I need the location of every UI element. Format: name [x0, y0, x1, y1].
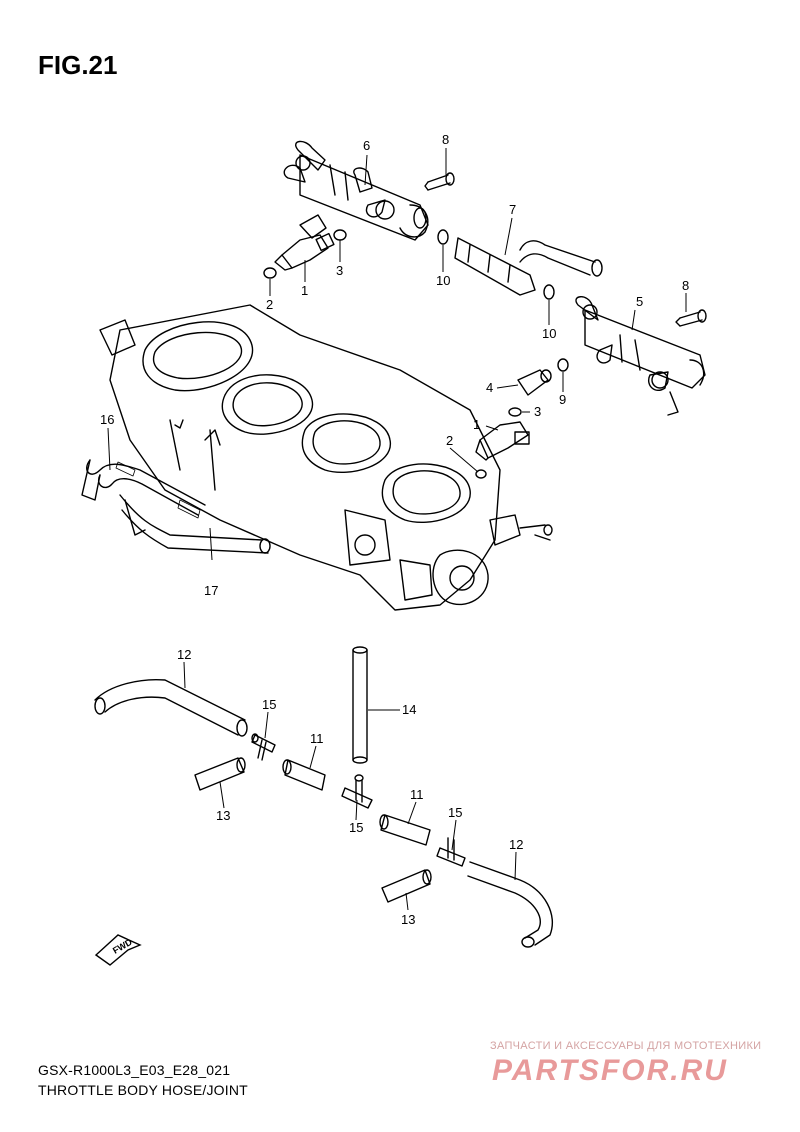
- o-ring-3-lower: [508, 407, 522, 417]
- watermark-logo: PARTSFOR.RU: [492, 1054, 728, 1087]
- callout-1-lower: 1: [473, 417, 480, 432]
- fuel-rail-lower: [575, 296, 706, 416]
- screw-lower: [675, 309, 707, 327]
- hose-14: [352, 646, 368, 764]
- callout-11-right: 11: [410, 787, 424, 802]
- hose-12-top: [94, 678, 248, 737]
- joint-15-left: [251, 733, 276, 761]
- fuel-rail-upper: [283, 140, 429, 241]
- watermark-tagline: ЗАПЧАСТИ И АКСЕССУАРЫ ДЛЯ МОТОТЕХНИКИ: [490, 1040, 762, 1052]
- callout-2-lower: 2: [446, 433, 453, 448]
- joint-15-center: [341, 774, 373, 809]
- figure-code: GSX-R1000L3_E03_E28_021: [38, 1062, 231, 1078]
- hose-13-right: [381, 869, 432, 903]
- hose-16: [81, 459, 206, 519]
- hose-11-left: [282, 759, 326, 791]
- callout-3-lower: 3: [534, 404, 541, 419]
- callout-9: 9: [559, 392, 566, 407]
- callout-14: 14: [402, 702, 416, 717]
- figure-title: FIG.21: [38, 50, 118, 80]
- callout-15-right: 15: [448, 805, 462, 820]
- hose-17: [119, 494, 271, 554]
- hose-12-bottom: [467, 861, 554, 948]
- callout-2-upper: 2: [266, 297, 273, 312]
- callout-15-center: 15: [349, 820, 363, 835]
- figure-name: THROTTLE BODY HOSE/JOINT: [38, 1082, 248, 1098]
- callout-12-top: 12: [177, 647, 191, 662]
- callout-3-upper: 3: [336, 263, 343, 278]
- callout-8-lower: 8: [682, 278, 689, 293]
- fuel-pipe: [454, 237, 603, 296]
- leader-lines: [107, 148, 687, 911]
- callout-10-a: 10: [436, 273, 450, 288]
- callout-17: 17: [204, 583, 218, 598]
- callout-8-upper: 8: [442, 132, 449, 147]
- callout-15-left: 15: [262, 697, 276, 712]
- callout-10-b: 10: [542, 326, 556, 341]
- callout-7: 7: [509, 202, 516, 217]
- o-ring-2-upper: [263, 267, 277, 279]
- cap: [517, 369, 552, 396]
- o-ring-2-lower: [475, 469, 487, 479]
- callout-5: 5: [636, 294, 643, 309]
- callout-13-right: 13: [401, 912, 415, 927]
- callout-6: 6: [363, 138, 370, 153]
- hose-11-right: [379, 814, 431, 846]
- injector-lower: [475, 421, 530, 461]
- callout-labels: 6 8 7 3 10 1 2 10 5 8 4 9 3 1 2 16 17 12…: [100, 132, 689, 927]
- callout-11-left: 11: [310, 731, 324, 746]
- o-ring-3-upper: [333, 229, 347, 241]
- hose-13-left: [194, 757, 246, 791]
- o-ring-10-b: [543, 284, 555, 300]
- callout-16: 16: [100, 412, 114, 427]
- o-ring-10-a: [437, 229, 449, 245]
- callout-1-upper: 1: [301, 283, 308, 298]
- fwd-arrow-icon: FWD: [94, 934, 142, 966]
- injector-upper: [274, 214, 335, 271]
- throttle-body: [99, 304, 553, 611]
- screw-upper: [424, 172, 455, 191]
- callout-4: 4: [486, 380, 493, 395]
- callout-12-bottom: 12: [509, 837, 523, 852]
- joint-15-right: [436, 837, 466, 867]
- o-ring-9: [557, 358, 569, 372]
- callout-13-left: 13: [216, 808, 230, 823]
